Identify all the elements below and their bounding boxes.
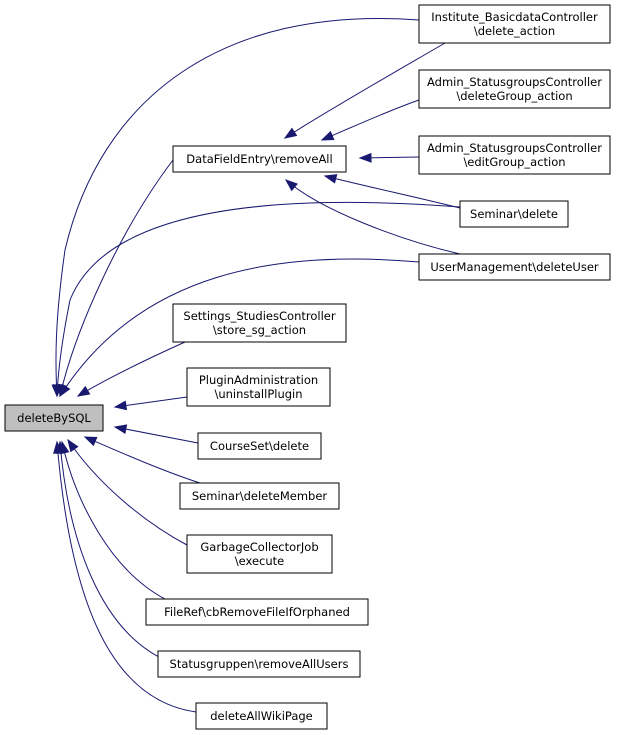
edge-CourseSet_delete-to-deleteBySQL — [113, 424, 199, 444]
node-label: CourseSet\delete — [210, 439, 309, 453]
node-label: Admin_StatusgroupsController — [427, 75, 602, 89]
node-Statusgruppen_removeAllUsers[interactable]: Statusgruppen\removeAllUsers — [157, 650, 361, 678]
node-Settings_store_sg_action[interactable]: Settings_StudiesController\store_sg_acti… — [172, 303, 347, 343]
edge-line — [61, 441, 166, 600]
node-PluginAdministration_uninstallPlugin[interactable]: PluginAdministration\uninstallPlugin — [186, 367, 331, 407]
edge-line — [284, 42, 446, 139]
node-label: \delete_action — [474, 24, 555, 38]
node-CourseSet_delete[interactable]: CourseSet\delete — [197, 432, 322, 460]
node-label: Seminar\deleteMember — [192, 489, 328, 503]
node-label: Institute_BasicdataController — [431, 10, 598, 24]
edge-PluginAdministration_uninstallPlugin-to-deleteBySQL — [113, 396, 188, 411]
edge-Settings_store_sg_action-to-deleteBySQL — [76, 341, 186, 397]
node-deleteBySQL: deleteBySQL — [4, 404, 104, 432]
arrowhead — [320, 130, 335, 141]
node-label: PluginAdministration — [199, 373, 318, 387]
edge-line — [56, 201, 461, 397]
arrowhead — [113, 400, 128, 411]
node-Seminar_delete[interactable]: Seminar\delete — [459, 200, 569, 228]
arrowhead — [83, 436, 98, 447]
node-box — [418, 69, 611, 109]
node-label: GarbageCollectorJob — [200, 540, 318, 554]
node-label: Statusgruppen\removeAllUsers — [170, 657, 349, 671]
node-box — [418, 135, 611, 175]
edge-line — [324, 175, 461, 209]
edge-line — [77, 341, 186, 397]
node-box — [4, 404, 104, 432]
edges-layer — [51, 18, 461, 713]
edge-UserManagement_deleteUser-to-deleteBySQL — [59, 258, 420, 398]
edge-Admin_editGroup_action-to-DataFieldEntry_removeAll — [358, 152, 420, 163]
arrowhead — [358, 152, 372, 163]
edge-line — [59, 441, 166, 661]
node-label: Admin_StatusgroupsController — [427, 141, 602, 155]
node-deleteAllWikiPage[interactable]: deleteAllWikiPage — [195, 702, 328, 730]
node-label: deleteAllWikiPage — [210, 709, 313, 723]
edge-Institute_delete_action-to-DataFieldEntry_removeAll — [283, 42, 446, 139]
node-DataFieldEntry_removeAll[interactable]: DataFieldEntry\removeAll — [172, 145, 347, 173]
node-box — [157, 650, 361, 678]
edge-line — [59, 159, 174, 397]
node-FileRef_cbRemoveFileIfOrphaned[interactable]: FileRef\cbRemoveFileIfOrphaned — [145, 598, 369, 626]
arrowhead — [113, 424, 128, 435]
node-box — [197, 432, 322, 460]
arrowhead — [283, 127, 298, 139]
edge-GarbageCollectorJob_execute-to-deleteBySQL — [67, 438, 188, 546]
arrowhead — [284, 179, 298, 192]
arrowhead — [59, 383, 71, 398]
node-label: FileRef\cbRemoveFileIfOrphaned — [164, 605, 350, 619]
edge-Seminar_delete-to-deleteBySQL — [52, 201, 461, 398]
node-box — [145, 598, 369, 626]
edge-Admin_deleteGroup_action-to-DataFieldEntry_removeAll — [320, 99, 420, 141]
arrowhead — [323, 174, 338, 184]
edge-FileRef_cbRemoveFileIfOrphaned-to-deleteBySQL — [59, 440, 166, 600]
edge-line — [285, 179, 461, 255]
node-UserManagement_deleteUser[interactable]: UserManagement\deleteUser — [418, 253, 611, 281]
edge-DataFieldEntry_removeAll-to-deleteBySQL — [57, 159, 174, 398]
node-label: Seminar\delete — [470, 207, 558, 221]
node-box — [418, 4, 611, 44]
node-box — [418, 253, 611, 281]
edge-line — [59, 258, 420, 397]
arrowhead — [67, 438, 79, 453]
node-box — [179, 482, 340, 510]
node-GarbageCollectorJob_execute[interactable]: GarbageCollectorJob\execute — [186, 534, 333, 574]
edge-UserManagement_deleteUser-to-DataFieldEntry_removeAll — [284, 179, 461, 255]
node-label: \uninstallPlugin — [214, 387, 302, 401]
node-label: \editGroup_action — [463, 155, 565, 169]
node-Admin_editGroup_action[interactable]: Admin_StatusgroupsController\editGroup_a… — [418, 135, 611, 175]
node-label: \deleteGroup_action — [456, 89, 572, 103]
edge-line — [84, 436, 201, 484]
arrowhead — [76, 385, 91, 397]
node-Admin_deleteGroup_action[interactable]: Admin_StatusgroupsController\deleteGroup… — [418, 69, 611, 109]
node-box — [186, 534, 333, 574]
edge-deleteAllWikiPage-to-deleteBySQL — [53, 440, 197, 713]
node-label: DataFieldEntry\removeAll — [186, 152, 332, 166]
node-label: \execute — [235, 554, 284, 568]
arrowhead — [52, 384, 63, 398]
node-box — [195, 702, 328, 730]
edge-Seminar_delete-to-DataFieldEntry_removeAll — [323, 174, 461, 209]
node-box — [172, 145, 347, 173]
edge-line — [114, 426, 199, 444]
edge-line — [56, 441, 197, 713]
node-label: deleteBySQL — [17, 411, 91, 425]
edge-line — [67, 439, 188, 546]
nodes-layer: deleteBySQL DataFieldEntry\removeAll Insti… — [4, 4, 611, 730]
arrowhead — [53, 440, 63, 454]
edge-Seminar_deleteMember-to-deleteBySQL — [83, 436, 201, 484]
edge-line — [114, 396, 188, 408]
node-label: Settings_StudiesController — [183, 309, 335, 323]
edge-line — [55, 18, 420, 397]
node-box — [459, 200, 569, 228]
node-label: UserManagement\deleteUser — [430, 260, 599, 274]
node-label: \store_sg_action — [213, 323, 306, 337]
node-Seminar_deleteMember[interactable]: Seminar\deleteMember — [179, 482, 340, 510]
node-box — [172, 303, 347, 343]
node-Institute_delete_action[interactable]: Institute_BasicdataController\delete_act… — [418, 4, 611, 44]
node-box — [186, 367, 331, 407]
